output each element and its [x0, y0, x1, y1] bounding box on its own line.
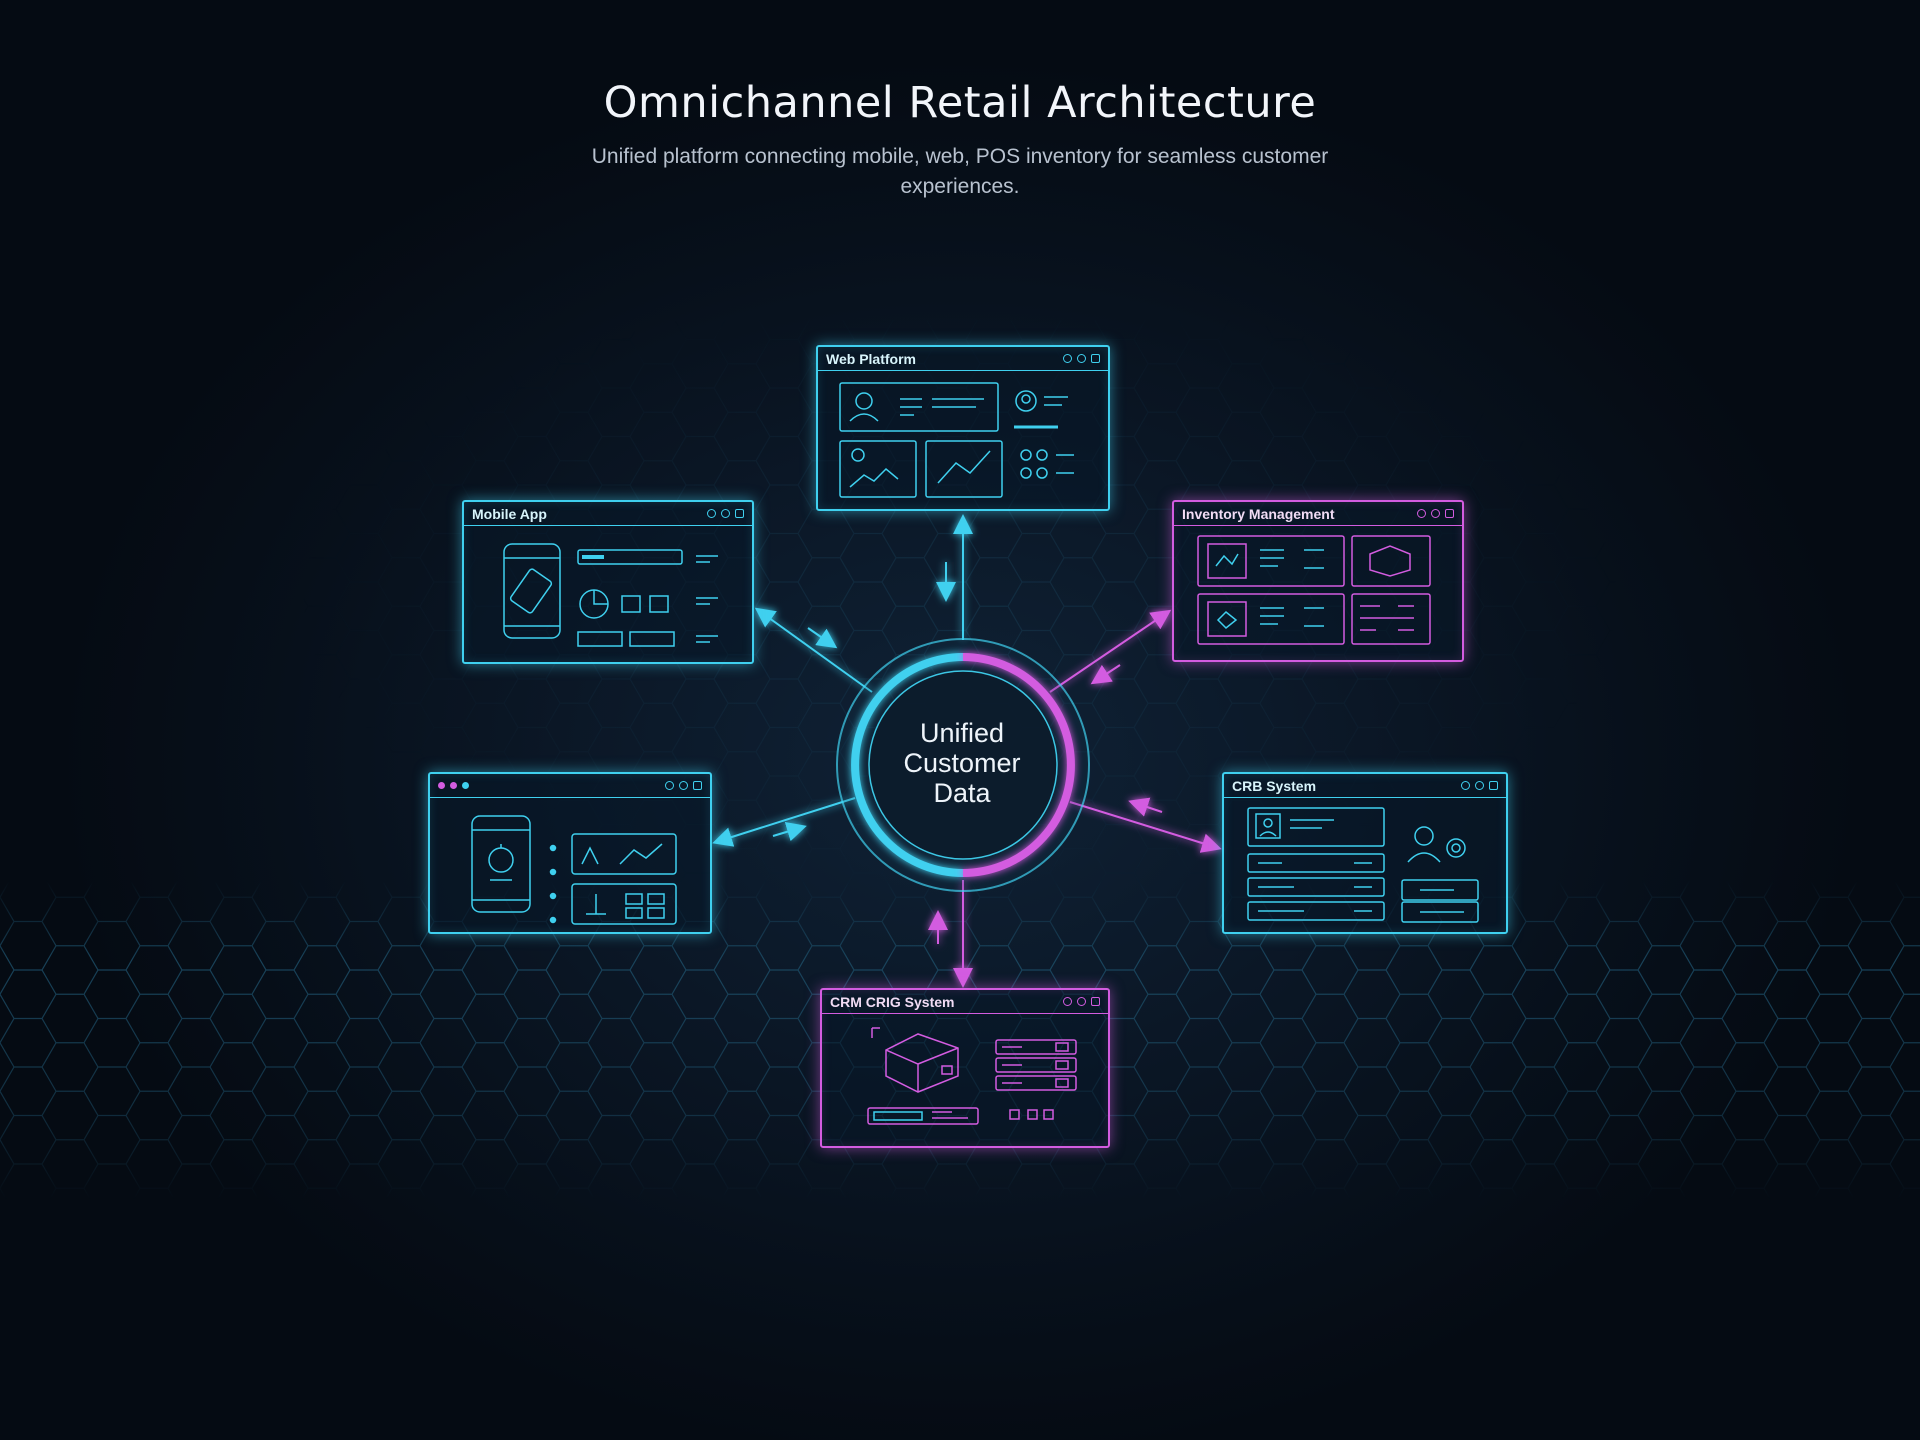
- minimize-icon[interactable]: [1461, 781, 1470, 790]
- flow-arrow-crm-right: [1128, 797, 1163, 817]
- box-icon: [1207, 601, 1247, 637]
- close-icon[interactable]: [1489, 781, 1498, 790]
- people-icon: [581, 846, 599, 865]
- panel-title: Inventory Management: [1182, 505, 1335, 522]
- hub-ring-magenta: [962, 653, 1075, 877]
- hub-label-line-3: Data: [933, 778, 991, 808]
- panel-titlebar: Inventory Management: [1174, 502, 1462, 526]
- inventory-row: [1197, 593, 1345, 645]
- crm-system-panel[interactable]: CRM CRIG System: [820, 988, 1110, 1148]
- user-gear-icon: [1414, 826, 1434, 846]
- close-icon[interactable]: [1091, 997, 1100, 1006]
- dot-icon[interactable]: [462, 782, 469, 789]
- trend-icon: [619, 843, 663, 865]
- mini-chart: [849, 467, 899, 488]
- hub-ring-cyan: [851, 653, 964, 877]
- order-row: [995, 1057, 1077, 1073]
- package-icon: [1369, 545, 1411, 577]
- panel-titlebar: CRM CRIG System: [822, 990, 1108, 1014]
- flow-arrow-pos: [772, 822, 807, 842]
- mobile-app-panel[interactable]: Mobile App: [462, 500, 754, 664]
- minimize-icon[interactable]: [665, 781, 674, 790]
- page-subtitle: Unified platform connecting mobile, web,…: [591, 145, 1329, 198]
- connector-pos: [712, 797, 856, 847]
- minimize-icon[interactable]: [707, 509, 716, 518]
- table-row: [1247, 877, 1385, 897]
- minimize-icon[interactable]: [1063, 354, 1072, 363]
- status-bar: [867, 1107, 979, 1125]
- panel-titlebar: Mobile App: [464, 502, 752, 526]
- diagram-header: Omnichannel Retail Architecture Unified …: [0, 78, 1920, 202]
- maximize-icon[interactable]: [1475, 781, 1484, 790]
- avatar-icon: [1015, 390, 1037, 412]
- dot-icon[interactable]: [450, 782, 457, 789]
- customer-card: [1247, 807, 1385, 847]
- order-row: [995, 1039, 1077, 1055]
- table-row: [1247, 901, 1385, 921]
- pos-panel[interactable]: [428, 772, 712, 934]
- minimize-icon[interactable]: [1417, 509, 1426, 518]
- connector-crm-right: [1069, 801, 1222, 853]
- stock-card: [571, 883, 677, 925]
- hub-label-line-1: Unified: [919, 718, 1005, 748]
- progress-bar: [577, 549, 683, 565]
- maximize-icon[interactable]: [1431, 509, 1440, 518]
- trend-card: [925, 440, 1003, 498]
- inventory-management-panel[interactable]: Inventory Management: [1172, 500, 1464, 662]
- shipping-card: [1351, 535, 1431, 587]
- maximize-icon[interactable]: [1077, 354, 1086, 363]
- panel-titlebar: CRB System: [1224, 774, 1506, 798]
- window-dots: [438, 782, 665, 789]
- maximize-icon[interactable]: [679, 781, 688, 790]
- settings-row: [1401, 901, 1479, 923]
- panel-title: CRM CRIG System: [830, 993, 955, 1010]
- globe-icon: [851, 448, 865, 462]
- dot-icon[interactable]: [438, 782, 445, 789]
- page-title: Omnichannel Retail Architecture: [603, 78, 1317, 128]
- inventory-row: [1197, 535, 1345, 587]
- profile-card: [839, 382, 999, 432]
- user-icon: [1255, 813, 1281, 839]
- order-row: [995, 1075, 1077, 1091]
- gear-icon: [1446, 838, 1466, 858]
- table-row: [1247, 853, 1385, 873]
- connector-inventory: [1049, 609, 1172, 693]
- smartphone-icon: [503, 543, 561, 639]
- web-platform-panel[interactable]: Web Platform: [816, 345, 1110, 511]
- hub-node: [836, 638, 1090, 892]
- option-icon: [1027, 1109, 1038, 1120]
- option-icon: [1009, 1109, 1020, 1120]
- smartphone-icon: [471, 815, 531, 913]
- close-icon[interactable]: [1445, 509, 1454, 518]
- user-icon: [855, 392, 873, 410]
- globe-card: [839, 440, 917, 498]
- close-icon[interactable]: [735, 509, 744, 518]
- panel-titlebar: Web Platform: [818, 347, 1108, 371]
- maximize-icon[interactable]: [721, 509, 730, 518]
- hub-label-line-2: Customer: [903, 748, 1021, 778]
- box-icon: [885, 1033, 959, 1093]
- trend-icon: [937, 450, 991, 484]
- card-icon: [509, 568, 553, 614]
- stock-card: [1351, 593, 1431, 645]
- close-icon[interactable]: [1091, 354, 1100, 363]
- minimize-icon[interactable]: [1063, 997, 1072, 1006]
- crb-system-panel[interactable]: CRB System: [1222, 772, 1508, 934]
- maximize-icon[interactable]: [1077, 997, 1086, 1006]
- panel-titlebar: [430, 774, 710, 798]
- flow-arrow-inventory: [1090, 664, 1121, 685]
- sales-card: [571, 833, 677, 875]
- connector-mobile: [754, 607, 873, 693]
- map-icon: [1207, 543, 1247, 579]
- settings-row: [1401, 879, 1479, 901]
- panel-title: CRB System: [1232, 777, 1317, 794]
- robot-icon: [488, 847, 514, 873]
- panel-title: Web Platform: [826, 350, 916, 367]
- option-icon: [1043, 1109, 1054, 1120]
- close-icon[interactable]: [693, 781, 702, 790]
- panel-title: Mobile App: [472, 505, 547, 522]
- hub-label: Unified Customer Data: [862, 718, 1062, 808]
- flow-arrow-mobile: [807, 627, 838, 649]
